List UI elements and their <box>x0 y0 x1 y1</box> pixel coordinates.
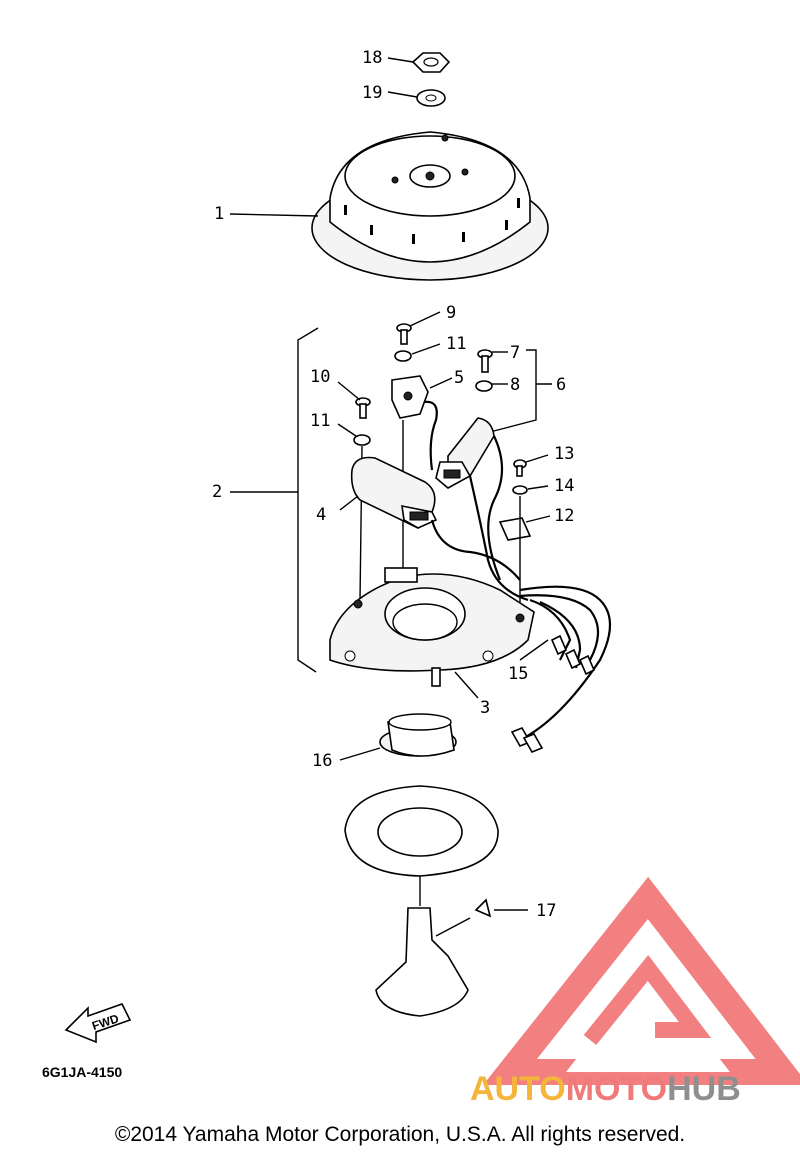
callout-18: 18 <box>362 48 382 68</box>
key-17 <box>435 898 528 937</box>
crankshaft <box>375 876 469 1017</box>
watermark-text: AUTOMOTOHUB <box>470 1070 741 1108</box>
washer-8 <box>475 380 508 392</box>
pulser-coil-5 <box>391 375 453 570</box>
bracket-assembly-2 <box>297 327 319 673</box>
watermark-logo <box>483 876 800 1085</box>
callout-1: 1 <box>214 204 224 224</box>
callout-4: 4 <box>316 505 326 525</box>
screw-10 <box>337 381 371 419</box>
washer-11-top <box>394 343 441 362</box>
callout-3: 3 <box>480 698 490 718</box>
callout-11-top: 11 <box>446 334 466 354</box>
callout-15: 15 <box>508 664 528 684</box>
screw-13 <box>513 454 549 477</box>
charge-coil-4 <box>339 456 521 581</box>
callout-17: 17 <box>536 901 556 921</box>
washer-11-left <box>337 423 371 601</box>
base-plate <box>344 785 499 877</box>
watermark-auto: AUTO <box>470 1070 566 1108</box>
callout-13: 13 <box>554 444 574 464</box>
watermark-hub: HUB <box>667 1070 741 1108</box>
washer-19 <box>387 89 446 107</box>
nut-18 <box>387 52 451 73</box>
callout-9: 9 <box>446 303 456 323</box>
callout-2: 2 <box>212 482 222 502</box>
clamp-12 <box>498 496 551 612</box>
copyright-notice: ©2014 Yamaha Motor Corporation, U.S.A. A… <box>114 1123 686 1146</box>
callout-12: 12 <box>554 506 574 526</box>
fwd-arrow: FWD <box>64 1003 132 1044</box>
flywheel-1 <box>229 131 549 281</box>
drawing-number: 6G1JA-4150 <box>42 1064 123 1080</box>
bracket-6 <box>489 349 552 433</box>
stator-base-3 <box>329 567 535 699</box>
callout-11-left: 11 <box>310 411 330 431</box>
screw-9 <box>396 311 441 345</box>
screw-7 <box>477 349 508 373</box>
callout-14: 14 <box>554 476 574 496</box>
wire-harness-15 <box>510 585 611 754</box>
callout-19: 19 <box>362 83 382 103</box>
callout-7: 7 <box>510 343 520 363</box>
collar-16 <box>339 713 457 761</box>
callout-10: 10 <box>310 367 330 387</box>
watermark-moto: MOTO <box>566 1070 667 1108</box>
washer-14 <box>512 485 549 495</box>
callout-8: 8 <box>510 375 520 395</box>
callout-16: 16 <box>312 751 332 771</box>
cdi-unit-6 <box>435 417 529 602</box>
callout-5: 5 <box>454 368 464 388</box>
callout-6: 6 <box>556 375 566 395</box>
